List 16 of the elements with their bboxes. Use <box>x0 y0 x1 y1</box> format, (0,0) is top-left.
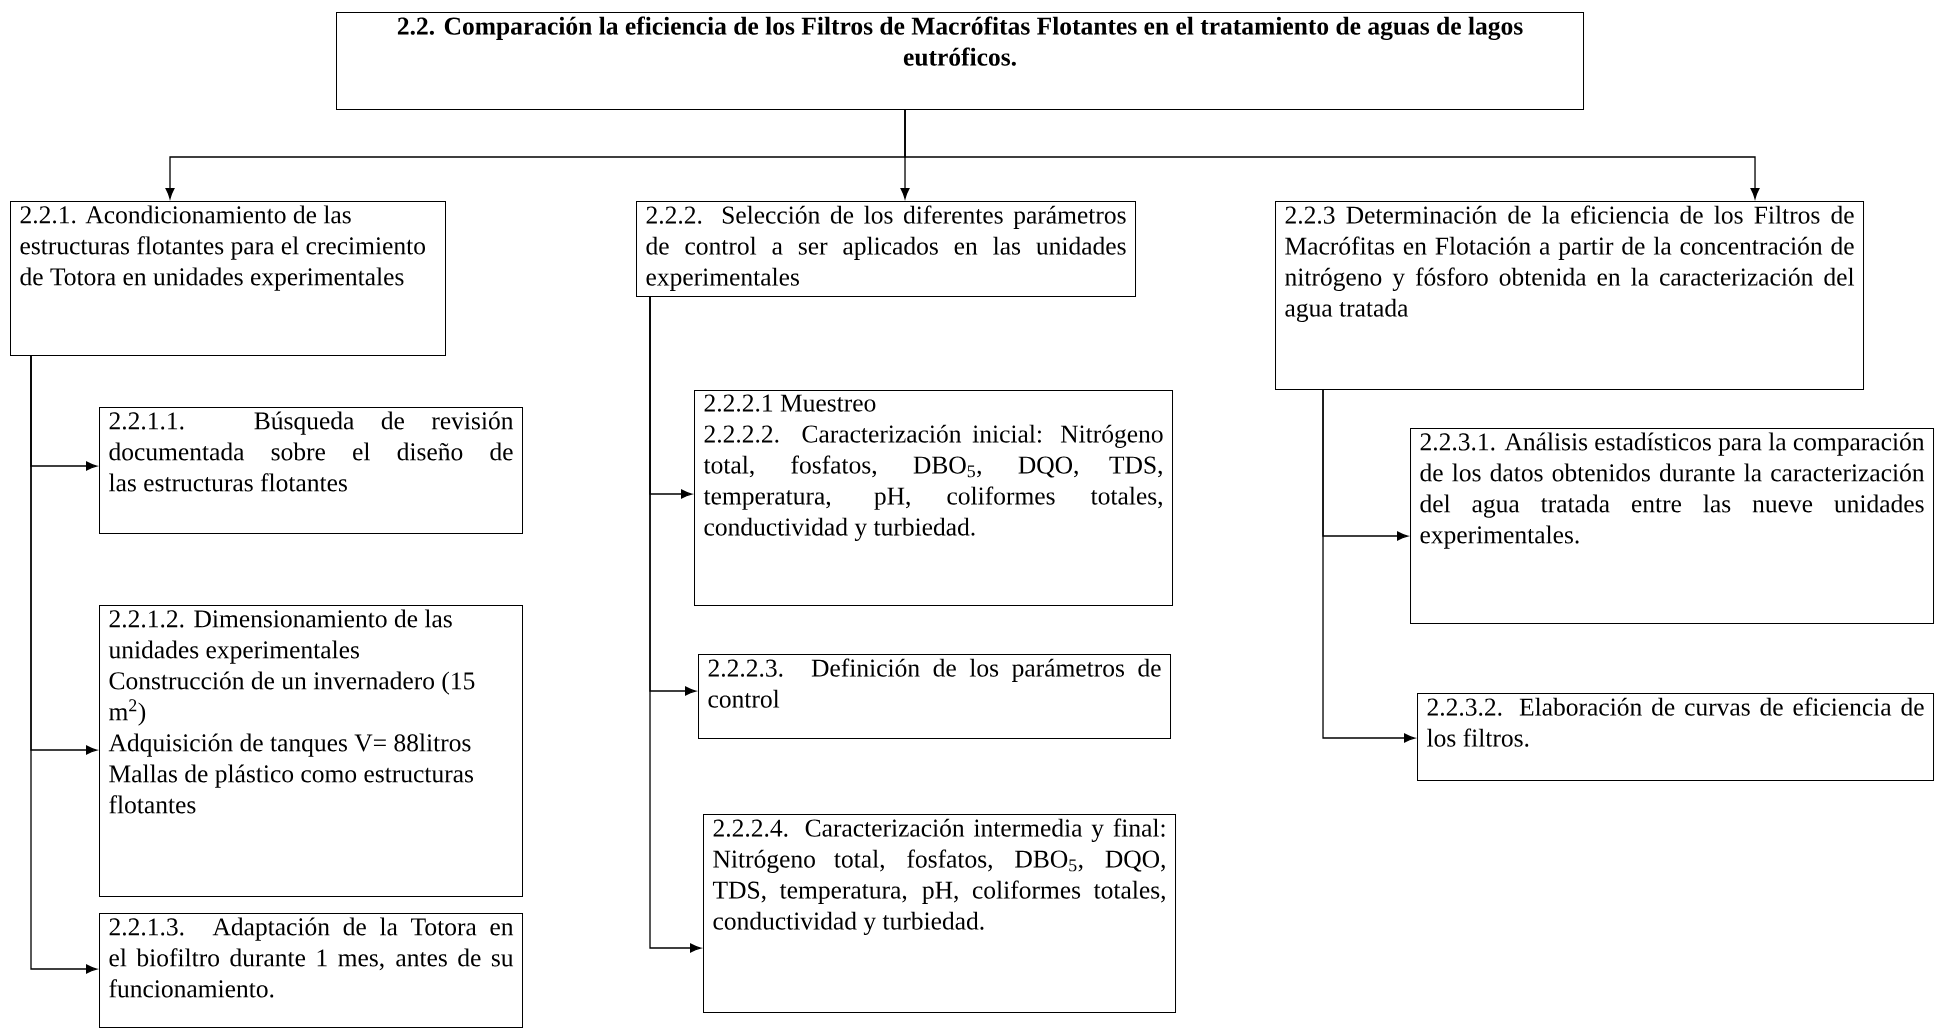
process-box: 2.2.1.3. Adaptación de la Totora en el biofiltro durante 1 mes, antes de su funcionamiento. <box>99 913 523 1028</box>
arrow <box>649 296 702 953</box>
process-box: 2.2.1. Acondicionamiento de las estructuras flotantes para el crecimiento de Totora en unidades experimentales <box>10 201 446 356</box>
process-box: 2.2.2. Selección de los diferentes parámetros de control a ser aplicados en las unidades experimentales <box>636 201 1136 297</box>
arrow <box>30 355 98 974</box>
process-box: 2.2.1.1. Búsqueda de revisión documentada sobre el diseño de las estructuras flotantes <box>99 407 523 534</box>
process-box: 2.2.3.2. Elaboración de curvas de eficiencia de los filtros. <box>1417 693 1934 781</box>
arrow <box>1322 389 1416 743</box>
process-box: 2.2.2.1 Muestreo 2.2.2.2. Caracterización inicial: Nitrógeno total, fosfatos, DBO$_{5}$, DQO, TDS, temperatura, pH, coliformes totales, conductividad y turbiedad. <box>694 390 1173 606</box>
process-box: 2.2.3 Determinación de la eficiencia de los Filtros de Macrófitas en Flotación a partir de la concentración de nitrógeno y fósforo obtenida en la caracterización del agua tratada <box>1275 201 1864 390</box>
arrow <box>904 109 1760 200</box>
process-box: 2.2.2.3. Definición de los parámetros de control <box>698 654 1171 739</box>
process-box: 2.2.1.2. Dimensionamiento de las unidades experimentales Construcción de un invernadero (15 m$^{2}$) Adquisición de tanques V= 88litros Mallas de plástico como estructuras flotantes <box>99 605 523 897</box>
title-box: 2.2. Comparación la eficiencia de los Filtros de Macrófitas Flotantes en el tratamiento de aguas de lagos eutróficos. <box>336 12 1584 110</box>
process-box: 2.2.3.1. Análisis estadísticos para la comparación de los datos obtenidos durante la caracterización del agua tratada entre las nueve unidades experimentales. <box>1410 428 1934 624</box>
process-box: 2.2.2.4. Caracterización intermedia y final: Nitrógeno total, fosfatos, DBO$_{5}$, DQO, TDS, temperatura, pH, coliformes totales, conductividad y turbiedad. <box>703 814 1176 1013</box>
